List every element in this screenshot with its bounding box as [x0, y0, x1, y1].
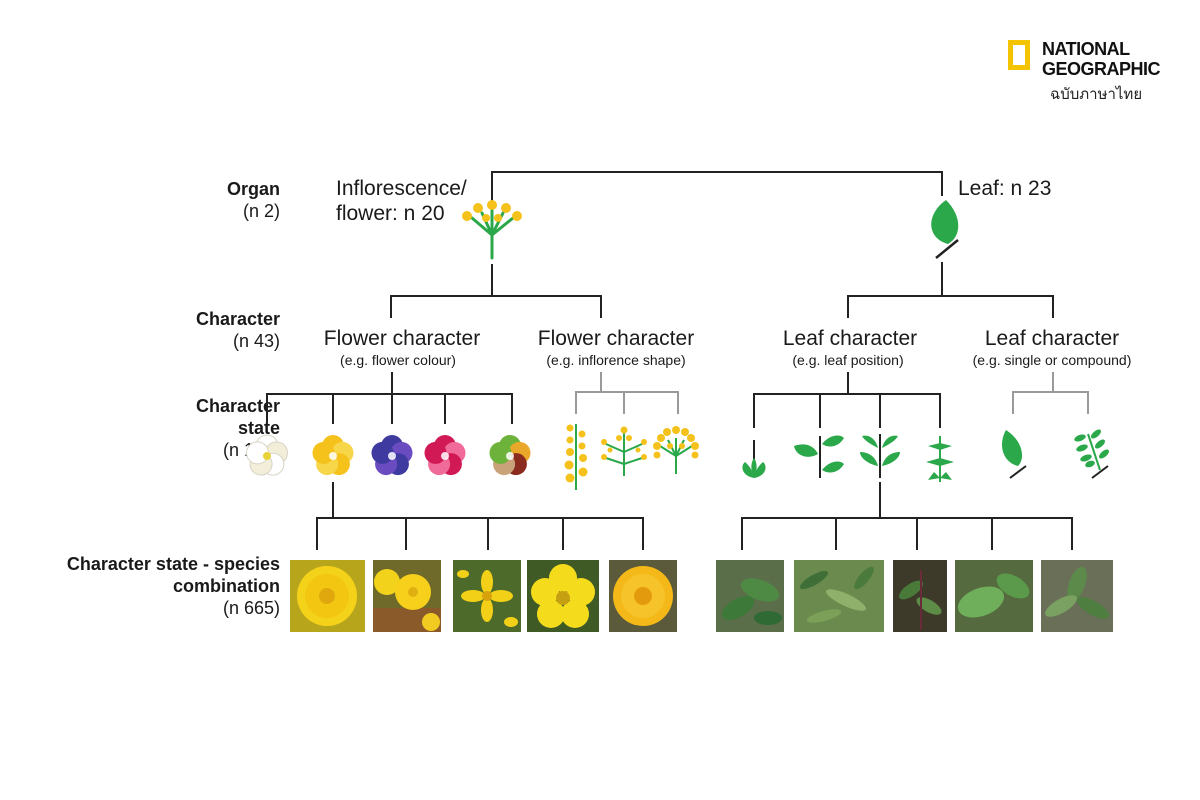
- level-combination-line1: Character state - species: [66, 554, 280, 574]
- yellow-flower-icon: [312, 435, 354, 476]
- single-leaf-icon: [1002, 430, 1027, 479]
- creeping-buttercup-photo: [527, 560, 599, 632]
- state-connectors-light: [575, 372, 1089, 414]
- white-flower-icon: [246, 434, 288, 476]
- st-johns-wort-photo: [453, 560, 521, 632]
- buttercup-photo: [373, 560, 441, 632]
- leaf-photo-2: [794, 560, 884, 632]
- logo-word-national: NATIONAL: [1042, 39, 1130, 59]
- level-organ-count: (n 2): [242, 201, 280, 221]
- state-connectors-dark: [266, 372, 941, 428]
- character-example-4: (e.g. single or compound): [972, 352, 1132, 368]
- level-organ: Organ (n 2): [227, 178, 280, 222]
- basal-rosette-icon: [742, 440, 766, 478]
- level-combination: Character state - species combination (n…: [67, 553, 280, 619]
- leaf-photo-3: [893, 560, 947, 632]
- logo-yellow-frame: [1008, 40, 1030, 70]
- organ-inflorescence-line2: flower: n 20: [336, 202, 445, 225]
- multicolour-flower-icon: [489, 435, 531, 476]
- national-geographic-logo: NATIONAL GEOGRAPHIC ฉบับภาษาไทย: [1006, 38, 1176, 103]
- spike-inflorescence-icon: [564, 424, 588, 490]
- character-title-2: Flower character: [537, 327, 695, 350]
- photo-connectors: [316, 482, 1073, 550]
- purple-blue-flower-icon: [371, 435, 413, 476]
- level-character-state-line1: Character: [195, 396, 280, 416]
- logo-subtitle: ฉบับภาษาไทย: [1050, 86, 1143, 103]
- leaf-photo-1: [716, 560, 784, 632]
- dandelion-photo: [290, 560, 365, 632]
- character-example-1: (e.g. flower colour): [340, 352, 456, 368]
- character-example-2: (e.g. inflorence shape): [546, 352, 686, 368]
- compound-leaf-icon: [1074, 429, 1109, 479]
- level-character-state-line2: state: [237, 418, 280, 438]
- leaf-icon: [931, 200, 959, 259]
- leaf-photo-4: [955, 560, 1033, 632]
- level-combination-count: (n 665): [222, 598, 280, 618]
- organ-inflorescence-label: Inflorescence/ flower: n 20: [336, 176, 467, 226]
- umbel-inflorescence-icon: [653, 426, 699, 474]
- magenta-pink-flower-icon: [424, 435, 466, 476]
- branched-inflorescence-icon: [601, 426, 647, 476]
- character-example-3: (e.g. leaf position): [792, 352, 904, 368]
- level-character-label: Character: [195, 309, 280, 329]
- character-connectors: [390, 262, 1054, 318]
- organ-inflorescence-line1: Inflorescence/: [336, 177, 467, 200]
- root-connector: [491, 171, 943, 232]
- alternate-leaves-icon: [794, 435, 844, 478]
- level-combination-line2: combination: [173, 576, 280, 596]
- level-organ-label: Organ: [226, 179, 280, 199]
- hawkweed-photo: [609, 560, 677, 632]
- leaf-photo-5: [1041, 560, 1113, 632]
- whorled-leaves-icon: [926, 436, 954, 482]
- character-title-1: Flower character: [323, 327, 481, 350]
- opposite-leaves-icon: [860, 434, 900, 478]
- umbel-flower-icon: [462, 200, 522, 260]
- organ-leaf-label: Leaf: n 23: [958, 177, 1052, 200]
- logo-word-geographic: GEOGRAPHIC: [1042, 59, 1161, 79]
- level-character-count: (n 43): [232, 331, 280, 351]
- character-title-3: Leaf character: [782, 327, 918, 350]
- character-title-4: Leaf character: [984, 327, 1120, 350]
- level-character: Character (n 43): [196, 308, 280, 352]
